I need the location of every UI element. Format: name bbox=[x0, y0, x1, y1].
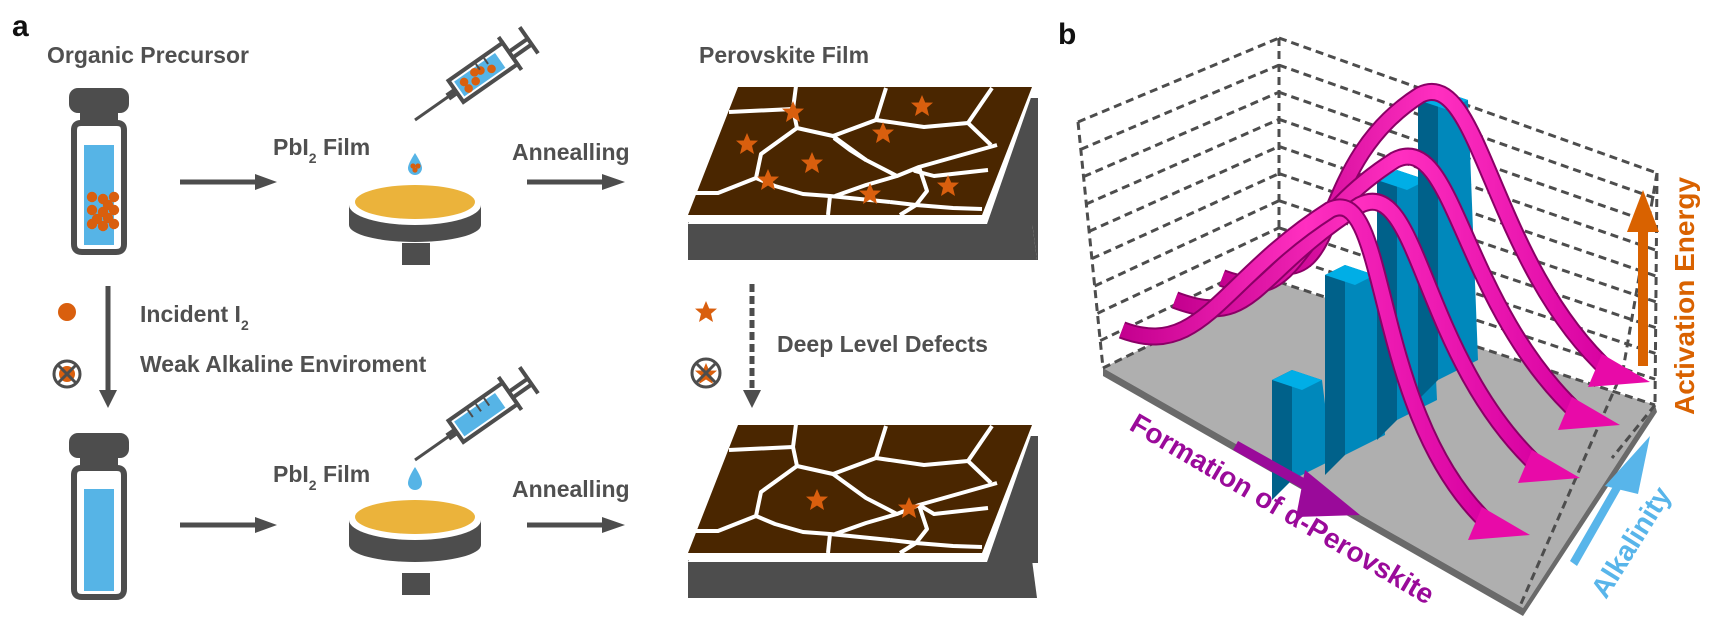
bar-top bbox=[1377, 170, 1427, 190]
ribbon bbox=[1119, 200, 1495, 531]
deep-level-defects-label: Deep Level Defects bbox=[777, 331, 988, 357]
process-arrow-top-1-head bbox=[255, 174, 277, 190]
gridline bbox=[1085, 117, 1280, 206]
activation-energy-axis-label: Activation Energy bbox=[1669, 177, 1700, 415]
gridline bbox=[1082, 90, 1280, 179]
spin-coater-pbi2-bottom-icon bbox=[349, 500, 481, 595]
activation-energy-axis-arrow bbox=[1627, 190, 1659, 366]
pbi2-film-label-bottom: PbI2 Film bbox=[273, 461, 370, 493]
annealing-label-bottom: Annealling bbox=[512, 476, 630, 502]
syringe-with-iodine-icon bbox=[414, 26, 540, 122]
gridline bbox=[1077, 36, 1280, 124]
chart-grid-walls bbox=[1076, 38, 1659, 607]
gridline bbox=[1094, 199, 1280, 288]
no-iodine-crossed-icon bbox=[52, 359, 82, 389]
defect-star-icon bbox=[695, 301, 717, 322]
gridline bbox=[1096, 226, 1280, 315]
process-arrow-down-left-head bbox=[99, 390, 117, 408]
process-arrow-bottom-2-head bbox=[602, 517, 625, 533]
panel-a-label: a bbox=[12, 10, 29, 43]
perovskite-film-low-defects-icon bbox=[688, 423, 1038, 598]
bar-top bbox=[1325, 265, 1375, 285]
bar-side bbox=[1325, 265, 1345, 475]
perovskite-film-label: Perovskite Film bbox=[699, 42, 869, 68]
formation-axis-arrow bbox=[1233, 441, 1360, 517]
vial-with-iodine-icon bbox=[69, 88, 129, 255]
incident-i2-label: Incident I2 bbox=[140, 301, 249, 333]
ribbon-arrowhead bbox=[1558, 397, 1620, 430]
gridline bbox=[1091, 172, 1280, 261]
weak-alkaline-label: Weak Alkaline Enviroment bbox=[140, 351, 427, 377]
alkalinity-axis-arrow bbox=[1570, 436, 1650, 566]
perovskite-film-with-defects-icon bbox=[688, 85, 1038, 260]
gridline bbox=[1088, 145, 1280, 233]
bar-front bbox=[1292, 370, 1332, 480]
vial-without-iodine-icon bbox=[69, 433, 129, 600]
pbi2-film-label-top: PbI2 Film bbox=[273, 134, 370, 166]
spin-coater-pbi2-icon bbox=[349, 185, 481, 265]
bar-front bbox=[1345, 265, 1385, 455]
bar-top bbox=[1272, 370, 1322, 390]
process-arrow-bottom-1-head bbox=[255, 517, 277, 533]
ribbon bbox=[1172, 194, 1545, 474]
ribbon-arrowhead bbox=[1518, 450, 1580, 483]
gridline bbox=[1080, 63, 1280, 151]
panel-b-label: b bbox=[1058, 18, 1076, 51]
annealing-label-top: Annealling bbox=[512, 139, 630, 165]
process-arrow-down-right-head bbox=[743, 390, 761, 408]
ribbon-arrowhead bbox=[1588, 354, 1650, 387]
process-arrow-top-2-head bbox=[602, 174, 625, 190]
organic-precursor-label: Organic Precursor bbox=[47, 42, 249, 68]
droplet-clean-icon bbox=[408, 467, 422, 490]
ribbon-arrowhead bbox=[1468, 507, 1530, 540]
energy-ribbons bbox=[1118, 83, 1650, 540]
iodine-dot-icon bbox=[58, 303, 76, 321]
droplet-with-iodine-icon bbox=[408, 153, 422, 175]
syringe-clean-icon bbox=[414, 366, 540, 462]
no-defect-crossed-icon bbox=[690, 357, 722, 389]
